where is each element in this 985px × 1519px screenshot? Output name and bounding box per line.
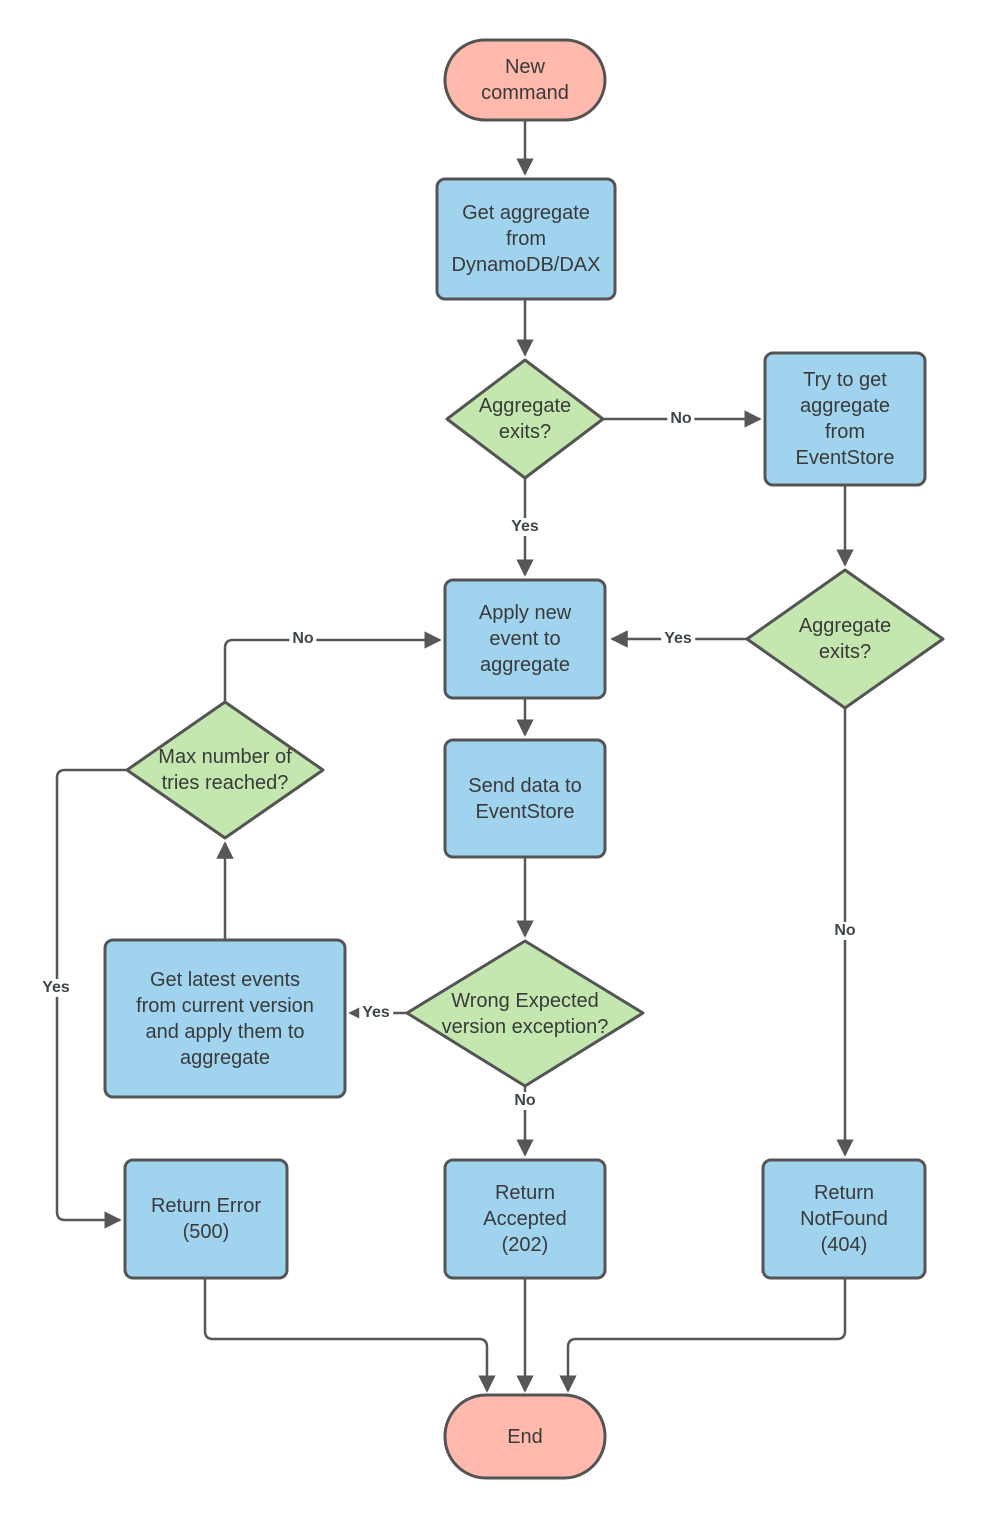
node-return-accepted [443, 1158, 607, 1280]
edge-error-to-end [203, 1278, 496, 1393]
node-return-notfound [761, 1158, 927, 1280]
node-get-latest-events [103, 938, 347, 1099]
node-aggregate-exists-1 [445, 358, 605, 480]
node-aggregate-exists-2 [745, 568, 945, 710]
edge-max-tries-no-to-apply [223, 631, 442, 702]
node-apply-new-event [443, 578, 607, 700]
edge-notfound-to-end [559, 1278, 847, 1393]
node-try-get-aggregate [763, 351, 927, 487]
node-return-error [123, 1158, 289, 1280]
node-end [443, 1393, 607, 1480]
node-new-command [443, 38, 607, 122]
node-send-data [443, 738, 607, 859]
node-wrong-version [405, 939, 645, 1088]
node-max-tries [125, 700, 325, 840]
node-get-aggregate [435, 177, 617, 301]
